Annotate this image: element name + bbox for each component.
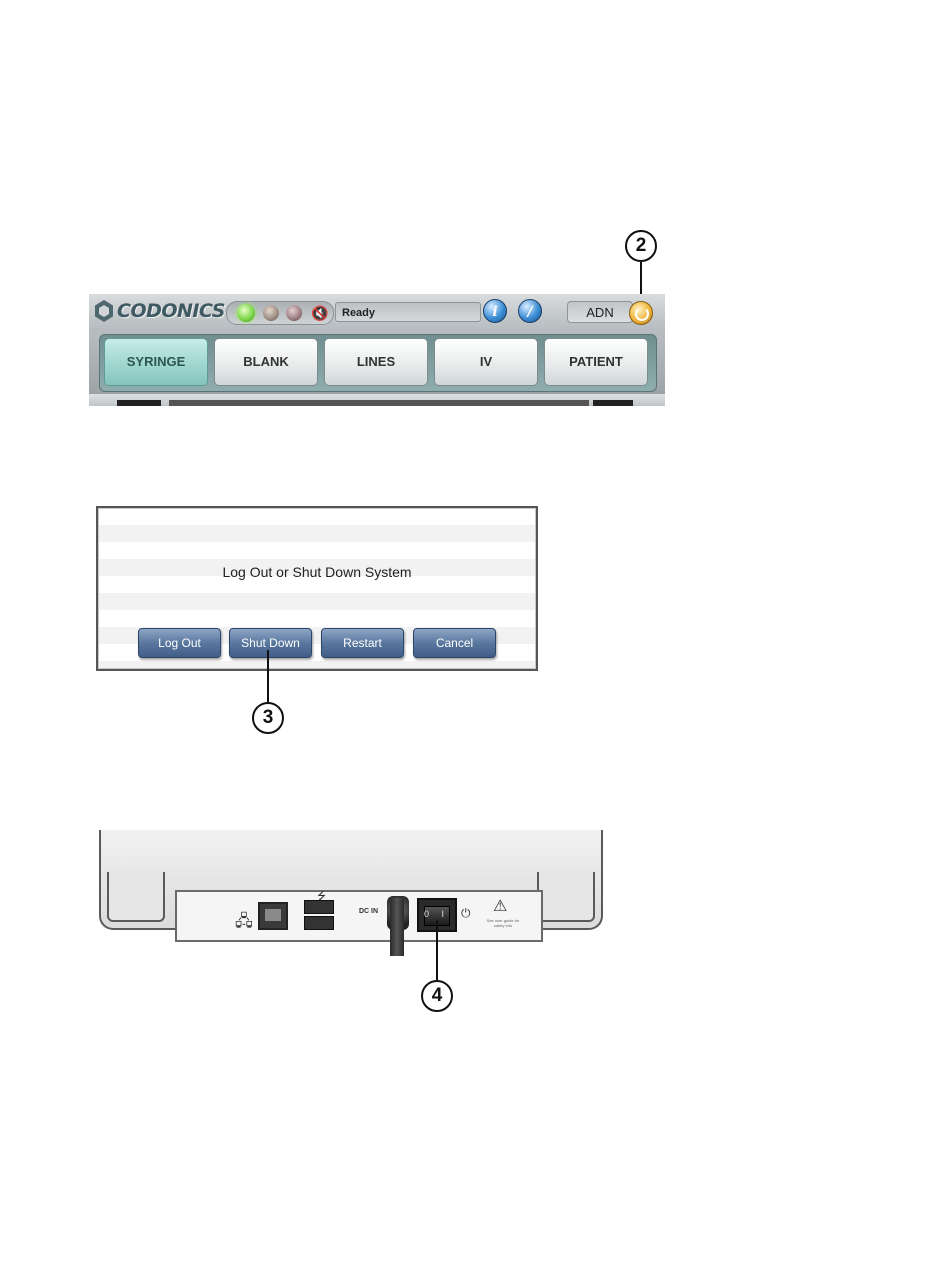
usb-port	[304, 900, 334, 914]
status-led-group: 🔇	[226, 301, 334, 325]
mute-icon[interactable]: 🔇	[311, 305, 328, 322]
status-led-icon	[286, 305, 302, 321]
user-field[interactable]: ADN	[567, 301, 633, 323]
power-button[interactable]	[629, 301, 653, 325]
tab-lines[interactable]: LINES	[324, 338, 428, 386]
pencil-icon: /	[527, 304, 532, 320]
connector-panel: 🖧 ⭍ DC IN 0 I ⏻ ⚠ See user guide for saf…	[175, 890, 543, 942]
toolbar-slot	[117, 400, 161, 406]
ready-led-icon	[237, 304, 255, 322]
codonics-toolbar: CODONICS 🔇 Ready i / ADN SYRINGE BLANK L…	[89, 294, 665, 406]
logo-hex-icon	[95, 300, 113, 322]
logout-shutdown-dialog: Log Out or Shut Down System Log Out Shut…	[96, 506, 538, 671]
status-led-icon	[263, 305, 279, 321]
printer-foot-right	[537, 872, 595, 922]
log-out-button[interactable]: Log Out	[138, 628, 221, 658]
power-icon: ⏻	[461, 906, 471, 921]
printer-rear-panel: 🖧 ⭍ DC IN 0 I ⏻ ⚠ See user guide for saf…	[99, 830, 603, 944]
callout-3-leader	[267, 650, 269, 702]
status-field: Ready	[335, 302, 481, 322]
callout-4-leader	[436, 920, 438, 980]
printer-foot-left	[107, 872, 165, 922]
usb-port	[304, 916, 334, 930]
callout-3: 3	[252, 702, 284, 734]
tab-blank[interactable]: BLANK	[214, 338, 318, 386]
warning-icon: ⚠	[493, 896, 507, 916]
cancel-button[interactable]: Cancel	[413, 628, 496, 658]
codonics-logo: CODONICS	[95, 300, 225, 322]
toolbar-bottom-edge	[89, 394, 665, 406]
logo-text: CODONICS	[117, 300, 225, 322]
ethernet-port	[258, 902, 288, 930]
info-button[interactable]: i	[483, 299, 507, 323]
tab-syringe[interactable]: SYRINGE	[104, 338, 208, 386]
dc-in-label: DC IN	[359, 908, 378, 915]
toolbar-slot	[169, 400, 589, 406]
tab-tray: SYRINGE BLANK LINES IV PATIENT	[99, 334, 657, 392]
power-cord	[390, 898, 404, 956]
power-switch-label: 0 I	[424, 909, 449, 919]
warning-text: See user guide for safety info	[481, 918, 525, 928]
edit-button[interactable]: /	[518, 299, 542, 323]
restart-button[interactable]: Restart	[321, 628, 404, 658]
callout-4: 4	[421, 980, 453, 1012]
shut-down-button[interactable]: Shut Down	[229, 628, 312, 658]
toolbar-slot	[593, 400, 633, 406]
tab-iv[interactable]: IV	[434, 338, 538, 386]
dialog-title: Log Out or Shut Down System	[98, 564, 536, 580]
info-icon: i	[492, 304, 497, 320]
callout-2: 2	[625, 230, 657, 262]
tab-patient[interactable]: PATIENT	[544, 338, 648, 386]
network-icon: 🖧	[235, 910, 253, 937]
